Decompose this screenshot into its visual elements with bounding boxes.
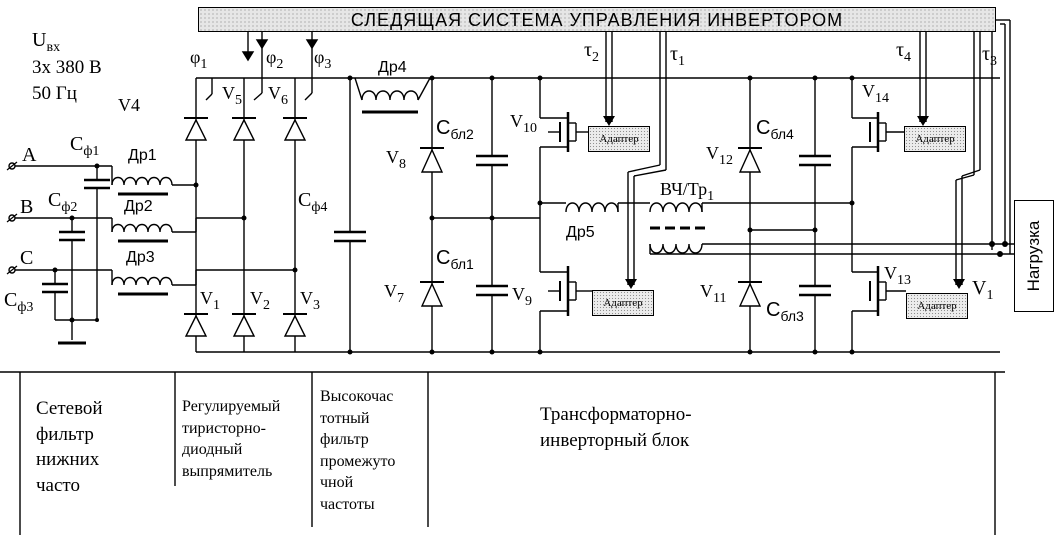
- section-line: промежуто: [320, 452, 396, 470]
- adapter-label: Адаптер: [917, 300, 957, 312]
- input-phases: 3х 380 В: [32, 57, 102, 78]
- dr2-label: Др2: [124, 198, 153, 215]
- adapter-v9: Адаптер: [592, 290, 654, 316]
- section-line: фильтр: [36, 423, 94, 445]
- cbl4-label: Сбл4: [756, 117, 794, 142]
- phi2-label: φ2: [266, 47, 284, 72]
- adapter-label: Адаптер: [599, 133, 639, 145]
- v6-label: V6: [268, 83, 288, 108]
- tau2-label: τ2: [584, 39, 600, 65]
- section-line: Трансформаторно-: [540, 404, 692, 425]
- adapter-label: Адаптер: [603, 297, 643, 309]
- section-rectifier: Регулируемый тиристорно- диодный выпрями…: [182, 396, 280, 482]
- load-label: Нагрузка: [1024, 220, 1043, 292]
- v14-label: V14: [862, 81, 889, 106]
- input-voltage-label: Uвх: [32, 29, 61, 55]
- section-line: часто: [36, 474, 80, 496]
- v8-label: V8: [386, 147, 406, 172]
- section-hf-filter: Высокочас тотный фильтр промежуто чной ч…: [320, 386, 395, 516]
- phase-c-label: C: [20, 247, 34, 269]
- adapter-label: Адаптер: [915, 133, 955, 145]
- v12-label: V12: [706, 143, 733, 168]
- input-frequency: 50 Гц: [32, 83, 77, 104]
- cbl2-label: Сбл2: [436, 117, 474, 142]
- v4-label: V4: [118, 95, 140, 115]
- phi1-label: φ1: [190, 47, 208, 72]
- load-box: Нагрузка: [1014, 200, 1054, 312]
- section-line: выпрямитель: [182, 462, 273, 480]
- hf-transformer-label: ВЧ/Тр1: [660, 179, 715, 204]
- v11-label: V11: [700, 281, 727, 306]
- section-line: Высокочас: [320, 388, 394, 405]
- v10-label: V10: [510, 111, 537, 136]
- section-mains-filter: Сетевой фильтр нижних часто: [36, 396, 103, 499]
- control-system-box: СЛЕДЯЩАЯ СИСТЕМА УПРАВЛЕНИЯ ИНВЕРТОРОМ: [198, 7, 996, 32]
- adapter-v14: Адаптер: [904, 126, 966, 152]
- v1-load-label: V1: [972, 277, 994, 303]
- cbl3-label: Сбл3: [766, 299, 804, 324]
- section-line: частоты: [320, 495, 375, 513]
- cbl1-label: Сбл1: [436, 247, 474, 272]
- v9-label: V9: [512, 284, 532, 309]
- cf4-label: Cф4: [298, 189, 328, 215]
- dr3-label: Др3: [126, 249, 155, 266]
- v3-label: V3: [300, 288, 320, 313]
- adapter-v13: Адаптер: [906, 293, 968, 319]
- v1-label: V1: [200, 288, 220, 313]
- cf2-label: Cф2: [48, 189, 78, 215]
- section-line: тиристорно-: [182, 419, 266, 437]
- phi3-label: φ3: [314, 47, 332, 72]
- v5-label: V5: [222, 83, 242, 108]
- section-line: Регулируемый: [182, 398, 281, 415]
- tau3-label: τ3: [982, 43, 998, 69]
- cf1-label: Cф1: [70, 133, 100, 159]
- v13-label: V13: [884, 263, 911, 288]
- section-inverter: Трансформаторно- инверторный блок: [540, 402, 692, 453]
- adapter-v10: Адаптер: [588, 126, 650, 152]
- section-line: тотный: [320, 409, 370, 427]
- dr4-label: Др4: [378, 59, 407, 76]
- section-line: диодный: [182, 441, 243, 459]
- cf3-label: Cф3: [4, 289, 34, 315]
- section-line: Сетевой: [36, 398, 103, 419]
- v2-label: V2: [250, 288, 270, 313]
- tau1-label: τ1: [670, 43, 686, 69]
- section-line: чной: [320, 474, 354, 492]
- v7-label: V7: [384, 281, 404, 306]
- section-line: нижних: [36, 449, 100, 471]
- phase-a-label: A: [22, 144, 37, 166]
- section-line: фильтр: [320, 431, 369, 449]
- dr1-label: Др1: [128, 147, 157, 164]
- tau4-label: τ4: [896, 39, 912, 65]
- dr5-label: Др5: [566, 224, 595, 241]
- phase-b-label: B: [20, 196, 34, 218]
- control-system-label: СЛЕДЯЩАЯ СИСТЕМА УПРАВЛЕНИЯ ИНВЕРТОРОМ: [350, 10, 844, 30]
- section-line: инверторный блок: [540, 429, 690, 451]
